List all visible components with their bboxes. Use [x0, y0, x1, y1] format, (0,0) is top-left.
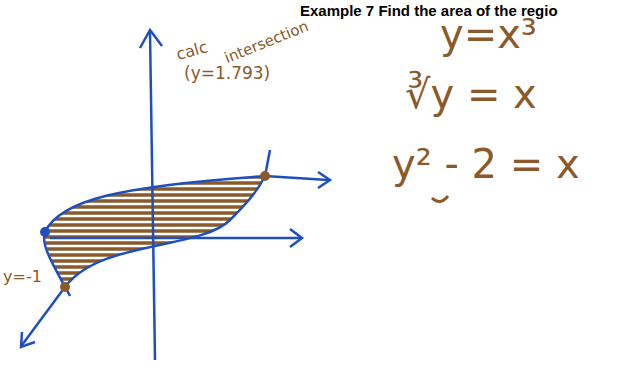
pen-mark	[432, 196, 448, 202]
equation: y² - 2 = x	[392, 142, 580, 186]
x-axis	[50, 237, 300, 240]
cubic-curve	[22, 150, 270, 345]
equation: y=x³	[440, 12, 537, 56]
curve-arrow	[21, 332, 35, 347]
handwritten-note: intersection	[222, 18, 311, 67]
curve-arrow	[318, 172, 330, 188]
axis-arrow	[140, 30, 162, 48]
vertex-dot	[40, 227, 50, 237]
parabola-curve	[44, 176, 328, 296]
point-label: y=-1	[3, 268, 42, 286]
handwritten-note: calc	[174, 38, 209, 63]
axis-arrow	[290, 229, 302, 247]
equation: ∛y = x	[405, 72, 537, 116]
y-axis	[150, 32, 155, 360]
intersection-value: (y=1.793)	[184, 64, 270, 83]
intersection-dot	[60, 282, 70, 292]
intersection-dot	[260, 171, 270, 181]
